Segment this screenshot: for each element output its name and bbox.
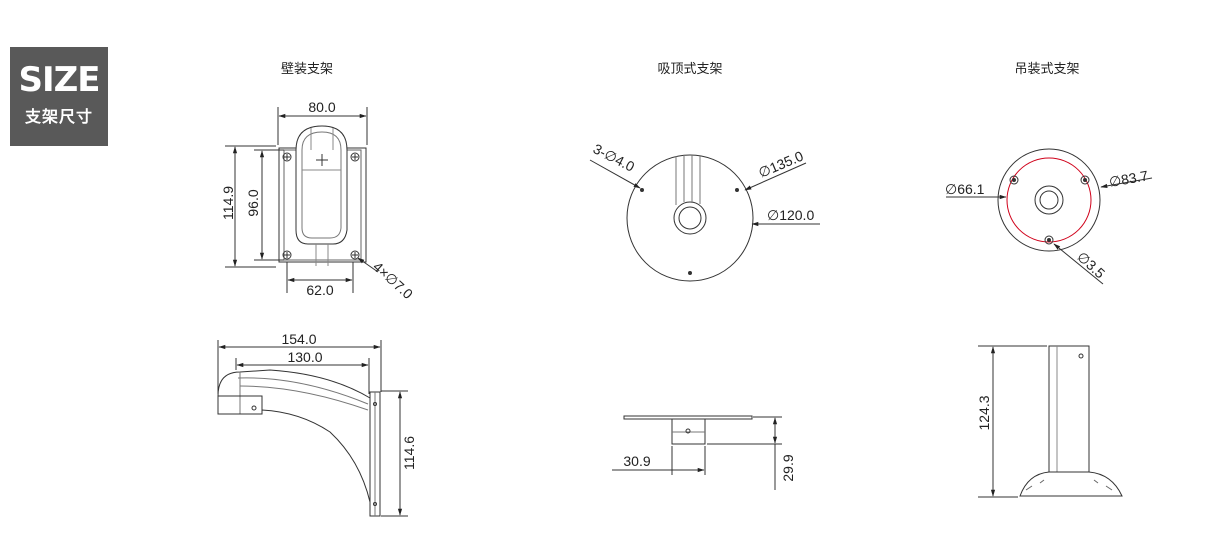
ceiling-mount-top <box>589 154 820 282</box>
dim-wall-inner-height: 96.0 <box>245 189 261 216</box>
badge-subtitle: 支架尺寸 <box>24 107 93 126</box>
badge-title: SIZE <box>18 60 100 100</box>
dim-ceiling-side-width: 30.9 <box>623 453 650 469</box>
dim-wall-holes: 4×∅7.0 <box>370 258 416 302</box>
dim-ceiling-outer: ∅135.0 <box>756 147 806 180</box>
dim-wall-side-height: 114.6 <box>401 436 417 470</box>
pendant-mount-side <box>978 345 1123 498</box>
dim-pendant-inner: ∅66.1 <box>945 181 985 197</box>
dim-pendant-height: 124.3 <box>976 395 992 430</box>
dim-pendant-outer: ∅83.7 <box>1108 167 1150 190</box>
size-badge: SIZE 支架尺寸 <box>10 47 108 146</box>
dim-wall-outer-height: 114.9 <box>220 186 236 220</box>
ceiling-mount-side <box>612 415 782 490</box>
wall-bracket-side <box>217 340 408 517</box>
wall-bracket-front <box>225 107 379 293</box>
pendant-mount-top <box>946 148 1153 285</box>
caption-wall: 壁装支架 <box>280 62 333 77</box>
dim-wall-top-width: 80.0 <box>308 99 335 115</box>
dim-wall-bottom-width: 62.0 <box>306 282 333 298</box>
caption-ceiling: 吸顶式支架 <box>657 62 723 77</box>
dim-ceiling-holes: 3-∅4.0 <box>591 140 638 174</box>
caption-pendant: 吊装式支架 <box>1014 62 1080 77</box>
dim-wall-side-outer: 154.0 <box>281 331 316 347</box>
dim-ceiling-side-height: 29.9 <box>780 454 796 481</box>
dim-wall-side-inner: 130.0 <box>287 349 322 365</box>
dim-ceiling-inner: ∅120.0 <box>767 207 814 223</box>
